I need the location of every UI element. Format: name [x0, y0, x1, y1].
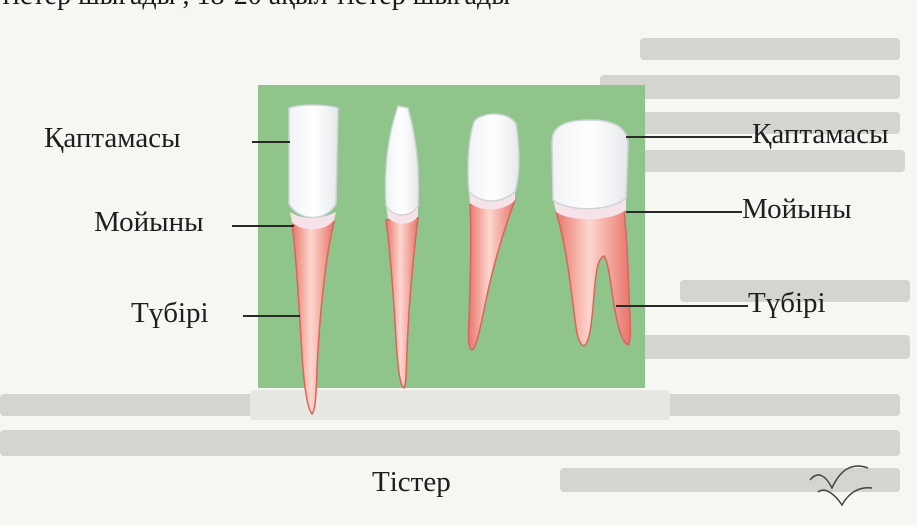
figure-caption: Тістер [372, 466, 451, 499]
neck-label-left: Мойыны [94, 206, 204, 239]
root-label-left: Түбірі [131, 297, 209, 330]
crown-label-right: Қаптамасы [752, 118, 889, 151]
crown-label-left: Қаптамасы [44, 122, 181, 155]
root-label-right: Түбірі [748, 287, 826, 320]
neck-label-right: Мойыны [742, 193, 852, 226]
pencil-checkmark-icon [810, 466, 872, 505]
